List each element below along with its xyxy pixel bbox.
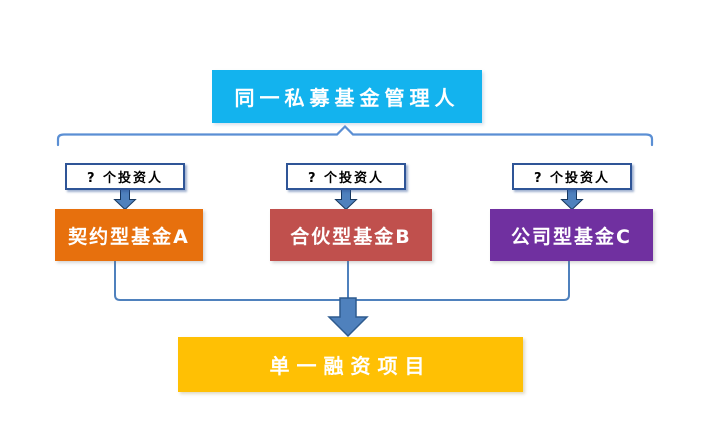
target-project-box: 单一融资项目 bbox=[178, 337, 523, 392]
root-manager-box: 同一私募基金管理人 bbox=[212, 70, 482, 123]
target-project-label: 单一融资项目 bbox=[269, 354, 432, 378]
brace-connector bbox=[56, 124, 654, 147]
investor-count-label: ? 个投资人 bbox=[307, 171, 385, 186]
investor-count-box-2: ? 个投资人 bbox=[286, 163, 406, 190]
investor-count-box-1: ? 个投资人 bbox=[65, 163, 185, 190]
fund-box-label: 合伙型基金B bbox=[290, 225, 412, 248]
down-arrow-icon bbox=[334, 188, 358, 211]
root-manager-label: 同一私募基金管理人 bbox=[234, 86, 460, 110]
down-arrow-icon bbox=[113, 188, 137, 211]
fund-box-partnership: 合伙型基金B bbox=[270, 209, 432, 261]
fund-box-contract: 契约型基金A bbox=[55, 209, 203, 261]
investor-count-label: ? 个投资人 bbox=[86, 171, 164, 186]
investor-count-box-3: ? 个投资人 bbox=[512, 163, 632, 190]
fund-box-label: 公司型基金C bbox=[511, 225, 632, 248]
fund-box-label: 契约型基金A bbox=[68, 225, 190, 248]
merge-connector-lines bbox=[114, 261, 570, 301]
fund-box-corporate: 公司型基金C bbox=[490, 209, 653, 261]
down-arrow-icon bbox=[560, 188, 584, 211]
merge-down-arrow-icon bbox=[327, 297, 369, 338]
investor-count-label: ? 个投资人 bbox=[533, 171, 611, 186]
